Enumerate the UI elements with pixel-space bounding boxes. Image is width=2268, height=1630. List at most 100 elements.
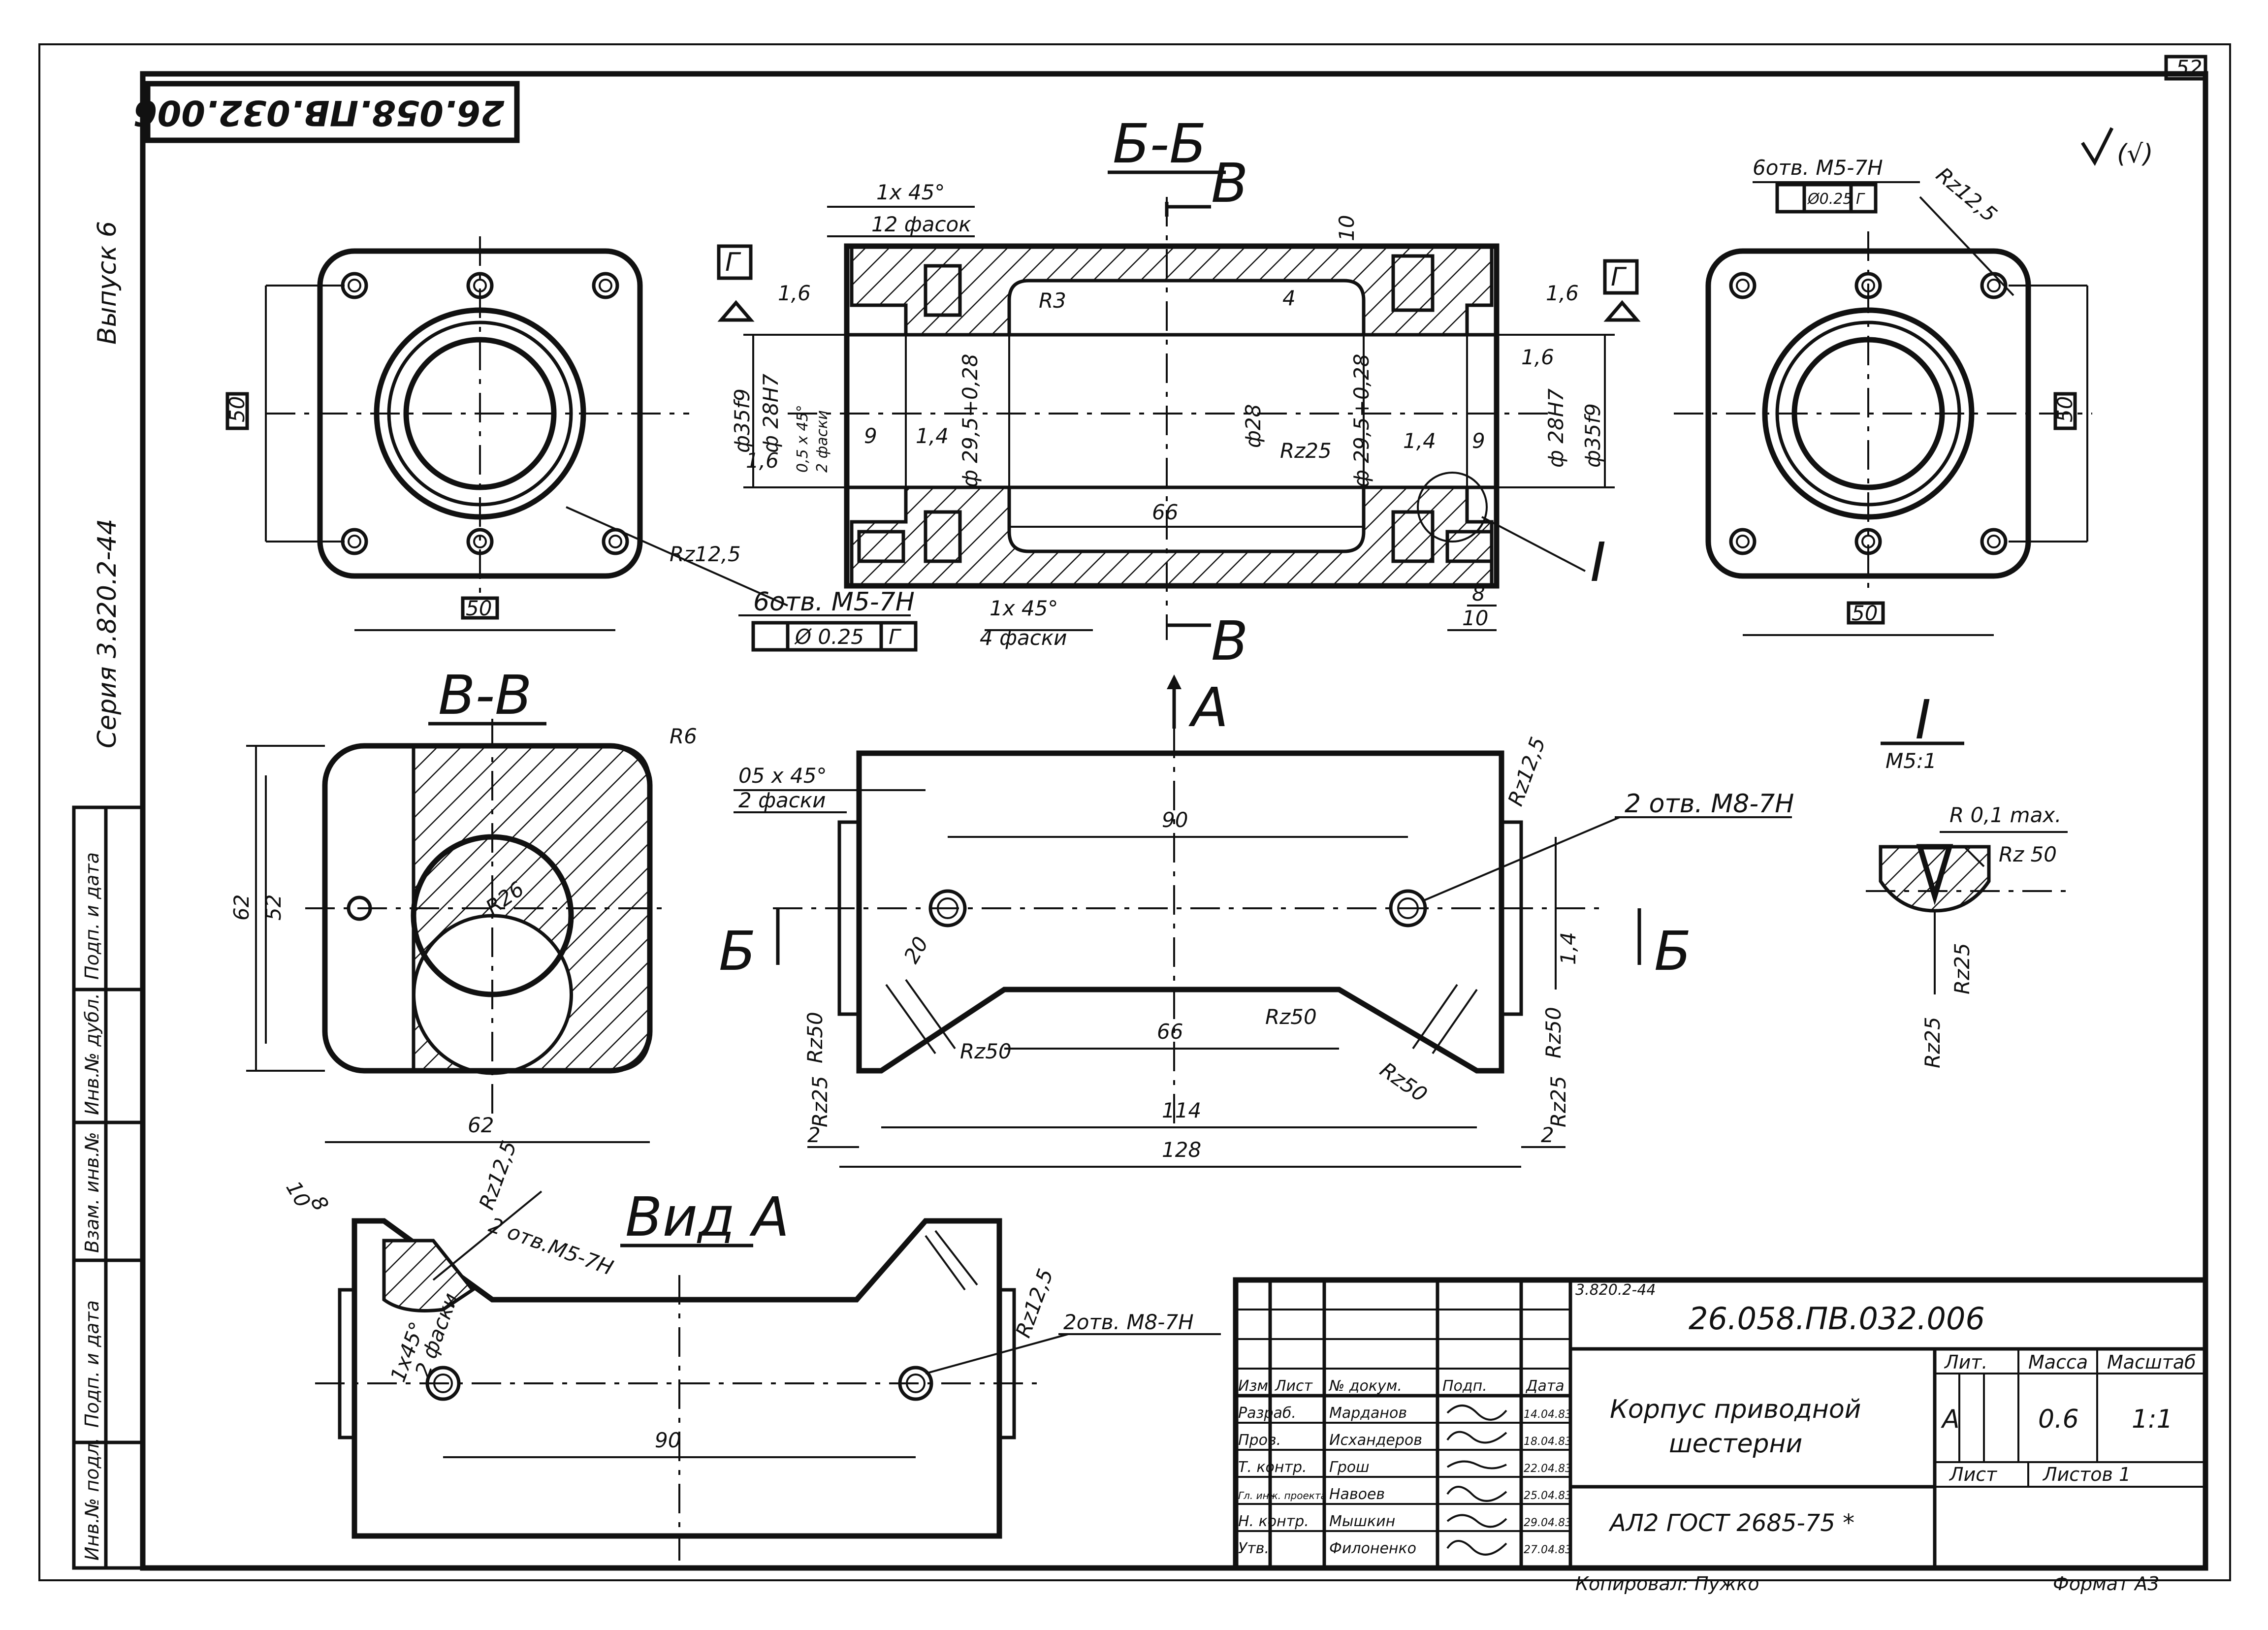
sheet-number-box	[2164, 55, 2207, 81]
front-n114: 114	[1162, 1098, 1201, 1122]
title-block: 3.820.2-44 26.058.ПВ.032.006 Корпус прив…	[1233, 1277, 2208, 1595]
front-rz50-left: Rz50	[803, 1012, 827, 1063]
signatures	[1446, 1405, 1507, 1556]
bb-ch4-note: 4 фаски	[980, 626, 1067, 650]
tb-name-3-signer: Грош	[1329, 1459, 1370, 1476]
tb-date-1: 14.04.83	[1524, 1408, 1572, 1421]
bb-d28h7-left: ф 28Н7	[759, 374, 783, 453]
bb-detail-i: I	[1590, 531, 1606, 594]
bb-n4: 4	[1282, 286, 1296, 310]
front-rz50-a: Rz50	[1265, 1005, 1317, 1029]
front-mark-bb-left: Б	[719, 920, 756, 983]
front-rz125: Rz12,5	[1503, 734, 1550, 809]
strip-label-2: Инв.№ дубл.	[81, 993, 103, 1115]
right-dim-50v: 50	[2053, 396, 2077, 422]
bb-n16-right: 1,6	[1546, 281, 1579, 305]
front-n2-left: 2	[807, 1123, 821, 1147]
front-n14: 1,4	[1556, 932, 1580, 965]
bb-n8: 8	[1472, 581, 1485, 606]
tb-lit-label: Лит.	[1944, 1351, 1988, 1373]
section-vv: В-В 62 52 62 R6 R26	[229, 664, 697, 1143]
bb-n16-lower: 1,6	[746, 448, 779, 473]
tb-mass: 0.6	[2038, 1405, 2079, 1434]
bb-n10: 10	[1335, 215, 1359, 241]
right-rz125: Rz12,5	[1932, 162, 2002, 227]
front-n90: 90	[1162, 808, 1188, 832]
tb-name-1: Корпус приводной	[1610, 1395, 1861, 1424]
bb-ch12-note: 12 фасок	[871, 212, 971, 236]
issue-label: Выпуск 6	[93, 221, 122, 345]
bb-n9-right: 9	[1472, 429, 1485, 453]
detail-r01: R 0,1 max.	[1949, 803, 2062, 827]
bb-n14-right: 1,4	[1403, 429, 1436, 453]
left-holes: 6отв. М5-7Н	[753, 587, 915, 617]
tb-h-doc: № докум.	[1328, 1377, 1402, 1395]
bb-ch12: 1х 45°	[876, 180, 945, 204]
tb-format: Формат А3	[2053, 1573, 2159, 1595]
roughness-note: (√)	[2117, 139, 2153, 169]
va-holes-m8: 2отв. М8-7Н	[1063, 1310, 1194, 1334]
detail-i: I М5:1 R 0,1 max. Rz 50 Rz25 Rz25	[1866, 688, 2068, 1068]
left-dim-50h: 50	[466, 596, 492, 620]
right-flange-holes	[1729, 272, 2008, 555]
vv-r6: R6	[670, 724, 697, 748]
detail-i-title: I	[1915, 688, 1931, 751]
bb-ch05: 0,5 х 45°	[794, 405, 811, 473]
front-mark-a: А	[1188, 676, 1228, 739]
bb-rz25: Rz25	[1280, 439, 1332, 463]
tb-role-6: Утв.	[1238, 1540, 1269, 1557]
tb-role-1: Разраб.	[1238, 1405, 1296, 1422]
tb-date-3: 22.04.83	[1524, 1463, 1572, 1475]
tb-name-5-signer: Мышкин	[1329, 1513, 1395, 1530]
bb-base-right: Г	[1611, 262, 1627, 292]
front-view: А 90 66 114 128 2 2 20 1,4 Rz50 Rz50 Rz5…	[719, 674, 1794, 1168]
tb-sheets-label: Листов 1	[2042, 1464, 2131, 1485]
tb-h-izm: Изм	[1238, 1377, 1268, 1395]
tb-name-6-signer: Филоненко	[1329, 1540, 1416, 1557]
front-rz50-b: Rz50	[960, 1039, 1012, 1063]
bb-ch4: 1х 45°	[990, 596, 1058, 620]
vv-n52: 52	[261, 895, 286, 921]
right-dim-50h: 50	[1852, 601, 1878, 625]
left-tol-base: Г	[889, 625, 902, 649]
strip-label-5: Инв.№ подл.	[81, 1438, 103, 1561]
tb-series-ref: 3.820.2-44	[1575, 1281, 1656, 1299]
front-n2-right: 2	[1541, 1123, 1554, 1147]
roughness-symbol	[2081, 127, 2114, 166]
bb-ch05-note: 2 фаски	[814, 410, 831, 473]
detail-i-scale: М5:1	[1885, 749, 1937, 773]
bb-d28: ф28	[1241, 404, 1265, 448]
va-rz125-right: Rz12,5	[1011, 1266, 1058, 1341]
tb-role-3: Т. контр.	[1238, 1459, 1307, 1476]
tb-role-2: Пров.	[1238, 1432, 1281, 1449]
left-dim-50v: 50	[225, 396, 249, 422]
section-bb-title: Б-Б	[1113, 112, 1207, 175]
tb-name-1-signer: Марданов	[1329, 1405, 1407, 1422]
left-strip	[72, 805, 145, 1570]
view-a-title: Вид А	[625, 1185, 789, 1248]
detail-rz50: Rz 50	[1999, 842, 2057, 866]
front-ch-note: 2 фаски	[738, 788, 826, 812]
va-holes: 2 отв.М5-7Н	[486, 1213, 617, 1280]
strip-label-1: Подп. и дата	[81, 852, 103, 980]
bb-mark-b-top: В	[1211, 152, 1248, 215]
strip-label-3: Взам. инв.№	[81, 1132, 103, 1253]
detail-rz25-a: Rz25	[1950, 943, 1974, 994]
bb-mark-b-bottom: В	[1211, 609, 1248, 672]
tb-lit: А	[1941, 1405, 1960, 1434]
bb-d29-right: ф 29,5+0,28	[1349, 354, 1374, 487]
strip-label-4: Подп. и дата	[81, 1300, 103, 1428]
left-flange-holes	[341, 272, 629, 555]
bb-d35f9-right: ф35f9	[1581, 403, 1605, 468]
right-tol-base: Г	[1856, 191, 1865, 208]
tb-date-5: 29.04.83	[1524, 1517, 1572, 1529]
detail-rz25-b: Rz25	[1920, 1017, 1945, 1068]
tb-name-4-signer: Навоев	[1329, 1486, 1385, 1503]
front-rz25-left: Rz25	[808, 1076, 832, 1127]
tb-role-4: Гл. инж. проекта	[1238, 1490, 1327, 1502]
tb-mass-label: Масса	[2028, 1351, 2088, 1373]
sheet-number: 52	[2176, 56, 2202, 80]
tb-h-sign: Подп.	[1442, 1377, 1487, 1395]
tb-material: АЛ2 ГОСТ 2685-75 *	[1608, 1509, 1854, 1537]
